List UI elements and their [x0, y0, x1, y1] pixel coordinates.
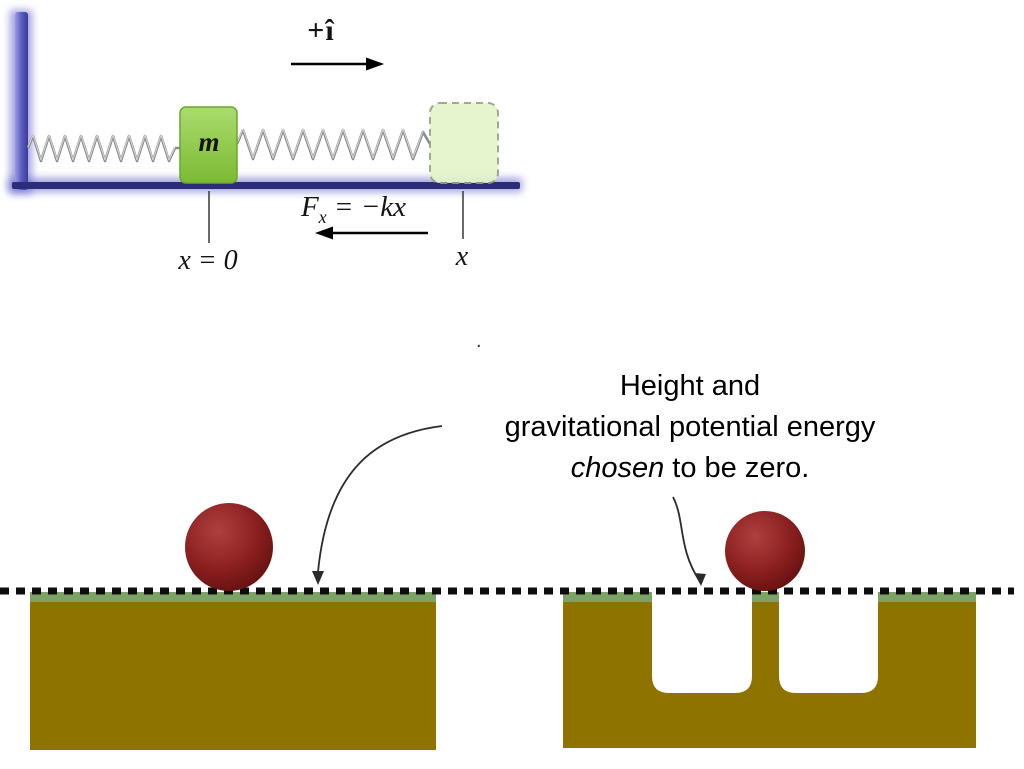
ball-right	[725, 511, 805, 591]
caption-italic-word: chosen	[570, 452, 665, 484]
stray-dot: .	[476, 330, 482, 352]
caption-line1: Height and	[619, 370, 761, 402]
spring-left-highlight	[27, 134, 176, 161]
pit-right	[779, 589, 878, 693]
mass-label: m	[198, 127, 220, 157]
unit-vector-arrowhead-icon	[366, 57, 384, 71]
energy-caption: Height and gravitational potential energ…	[400, 366, 980, 489]
displacement-label: x	[455, 241, 469, 272]
caption-line3: chosen to be zero.	[400, 448, 980, 489]
mass-block	[179, 106, 238, 184]
leader-right-arrowhead-icon	[694, 573, 706, 586]
grass-left	[30, 592, 436, 602]
ground-right	[563, 592, 976, 748]
equilibrium-label: x = 0	[178, 245, 238, 276]
unit-vector-label: +î	[307, 14, 335, 47]
caption-line3-rest: to be zero.	[664, 452, 810, 484]
ghost-block	[429, 102, 499, 184]
force-expression: = −kx	[326, 191, 407, 223]
wall	[15, 12, 28, 190]
force-arrowhead-icon	[315, 226, 333, 240]
leader-curve-left	[317, 425, 443, 573]
grass-right	[563, 592, 976, 602]
pit-left	[652, 589, 752, 693]
force-subscript: x	[318, 206, 327, 227]
spring-right-highlight	[236, 128, 424, 159]
floor	[12, 182, 520, 189]
ball-left	[185, 503, 273, 591]
leader-left-arrowhead-icon	[312, 571, 324, 585]
caption-line2: gravitational potential energy	[504, 411, 876, 443]
force-symbol: F	[300, 191, 319, 223]
force-equation: Fx = −kx	[266, 191, 441, 228]
ground-left	[30, 592, 436, 750]
leader-curve-right	[672, 496, 700, 581]
